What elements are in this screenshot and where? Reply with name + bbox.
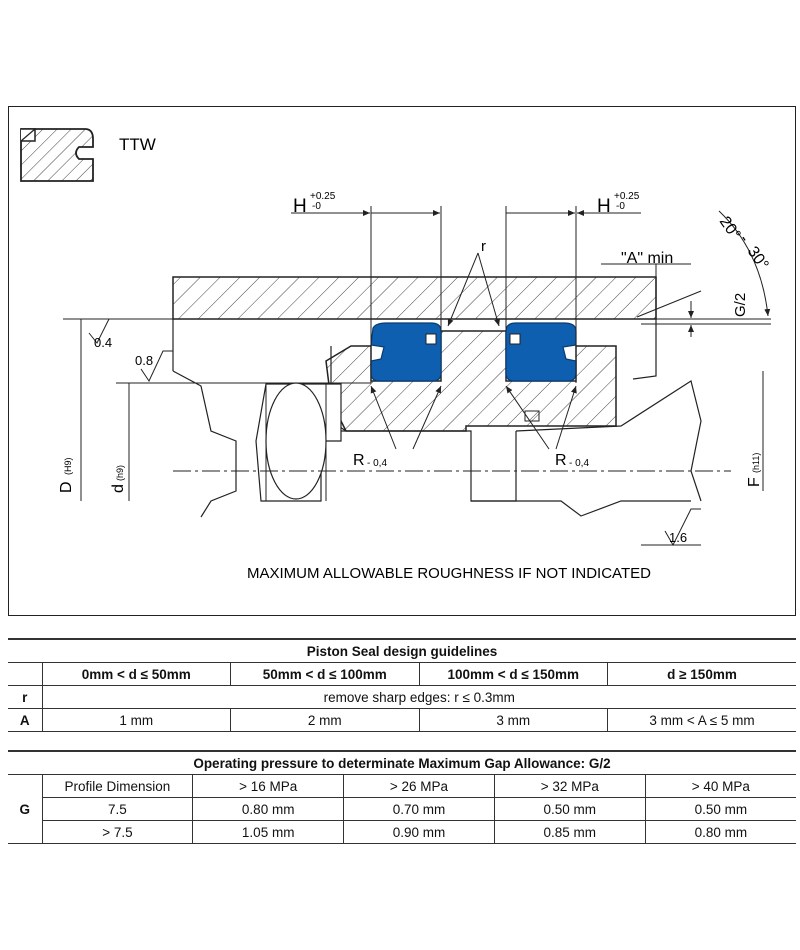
table2-row2-profile: > 7.5	[41, 820, 194, 844]
table2-row2-value-1: 1.05 mm	[192, 820, 345, 844]
table1-header-1: 0mm < d ≤ 50mm	[41, 662, 231, 686]
roughness-16: 1.6	[669, 530, 687, 545]
table1-header-3: 100mm < d ≤ 150mm	[418, 662, 608, 686]
drawing-frame: TTW H +0.25 -0 H +0.25 -0 r "A" min 20° …	[8, 106, 796, 616]
seal-right	[505, 322, 577, 382]
r-small-label: r	[481, 238, 486, 255]
piston-seal-guidelines-table: Piston Seal design guidelines 0mm < d ≤ …	[8, 638, 796, 732]
seal-left-notch	[425, 333, 437, 345]
table1-title: Piston Seal design guidelines	[8, 638, 796, 663]
r-big-right: R	[555, 452, 567, 469]
f-dimension-label: F	[746, 477, 763, 487]
table1-r-value: remove sharp edges: r ≤ 0.3mm	[41, 685, 796, 709]
table2-header-4: > 40 MPa	[644, 774, 796, 798]
table2-g-label: G	[8, 774, 43, 844]
table2-row1-profile: 7.5	[41, 797, 194, 821]
table1-header-2: 50mm < d ≤ 100mm	[230, 662, 420, 686]
table2-header-3: > 32 MPa	[493, 774, 646, 798]
table2-row1-value-4: 0.50 mm	[644, 797, 796, 821]
table-row: > 7.5 1.05 mm 0.90 mm 0.85 mm 0.80 mm	[8, 820, 796, 844]
groove-diameter-tol: (h9)	[115, 465, 125, 481]
seal-installation-drawing: TTW H +0.25 -0 H +0.25 -0 r "A" min 20° …	[20, 128, 772, 582]
h-tol-lower-left: -0	[312, 201, 321, 212]
table2-header-2: > 26 MPa	[343, 774, 495, 798]
h-tol-upper-left: +0.25	[310, 191, 336, 202]
table2-row2-value-4: 0.80 mm	[644, 820, 796, 844]
g-half-label: G/2	[732, 293, 749, 317]
seal-right-notch	[509, 333, 521, 345]
table2-row1-value-3: 0.50 mm	[493, 797, 646, 821]
roughness-symbol-08	[140, 350, 173, 383]
roughness-note: MAXIMUM ALLOWABLE ROUGHNESS IF NOT INDIC…	[247, 565, 651, 582]
a-min-label: "A" min	[621, 250, 673, 267]
h-tol-lower-right: -0	[616, 201, 625, 212]
bore-diameter-label: D	[58, 481, 75, 493]
h-label-left: H	[293, 196, 307, 217]
roughness-08: 0.8	[135, 353, 153, 368]
h-tol-upper-right: +0.25	[614, 191, 640, 202]
roughness-symbol-04	[88, 318, 119, 344]
profile-name: TTW	[119, 135, 156, 154]
seal-left	[370, 322, 442, 382]
roughness-04: 0.4	[94, 335, 112, 350]
h-label-right: H	[597, 196, 611, 217]
gap-allowance-table: Operating pressure to determinate Maximu…	[8, 750, 796, 844]
table1-r-label: r	[8, 685, 43, 709]
table2-row2-value-3: 0.85 mm	[493, 820, 646, 844]
table1-a-label: A	[8, 708, 43, 732]
table2-row2-value-2: 0.90 mm	[343, 820, 495, 844]
groove-diameter-label: d	[110, 484, 127, 493]
r-big-tol-left: - 0,4	[367, 458, 387, 469]
rod-assembly	[172, 370, 702, 518]
table1-a-value-1: 1 mm	[41, 708, 231, 732]
bore-diameter-tol: (H9)	[63, 457, 73, 475]
roughness-symbol-16	[664, 508, 701, 547]
dimension-lines	[63, 206, 771, 546]
table1-a-value-2: 2 mm	[230, 708, 420, 732]
table2-row1-value-2: 0.70 mm	[343, 797, 495, 821]
table2-row1-value-1: 0.80 mm	[192, 797, 345, 821]
profile-icon	[20, 128, 94, 182]
table2-header-1: > 16 MPa	[192, 774, 345, 798]
table1-corner	[8, 662, 43, 686]
table2-title: Operating pressure to determinate Maximu…	[8, 750, 796, 775]
table2-header-profile: Profile Dimension	[41, 774, 194, 798]
table-row: 7.5 0.80 mm 0.70 mm 0.50 mm 0.50 mm	[8, 797, 796, 821]
r-big-tol-right: - 0,4	[569, 458, 589, 469]
table1-a-value-3: 3 mm	[418, 708, 608, 732]
table1-header-4: d ≥ 150mm	[607, 662, 796, 686]
r-big-left: R	[353, 452, 365, 469]
table1-a-value-4: 3 mm < A ≤ 5 mm	[607, 708, 796, 732]
f-dimension-tol: (h11)	[751, 453, 761, 473]
